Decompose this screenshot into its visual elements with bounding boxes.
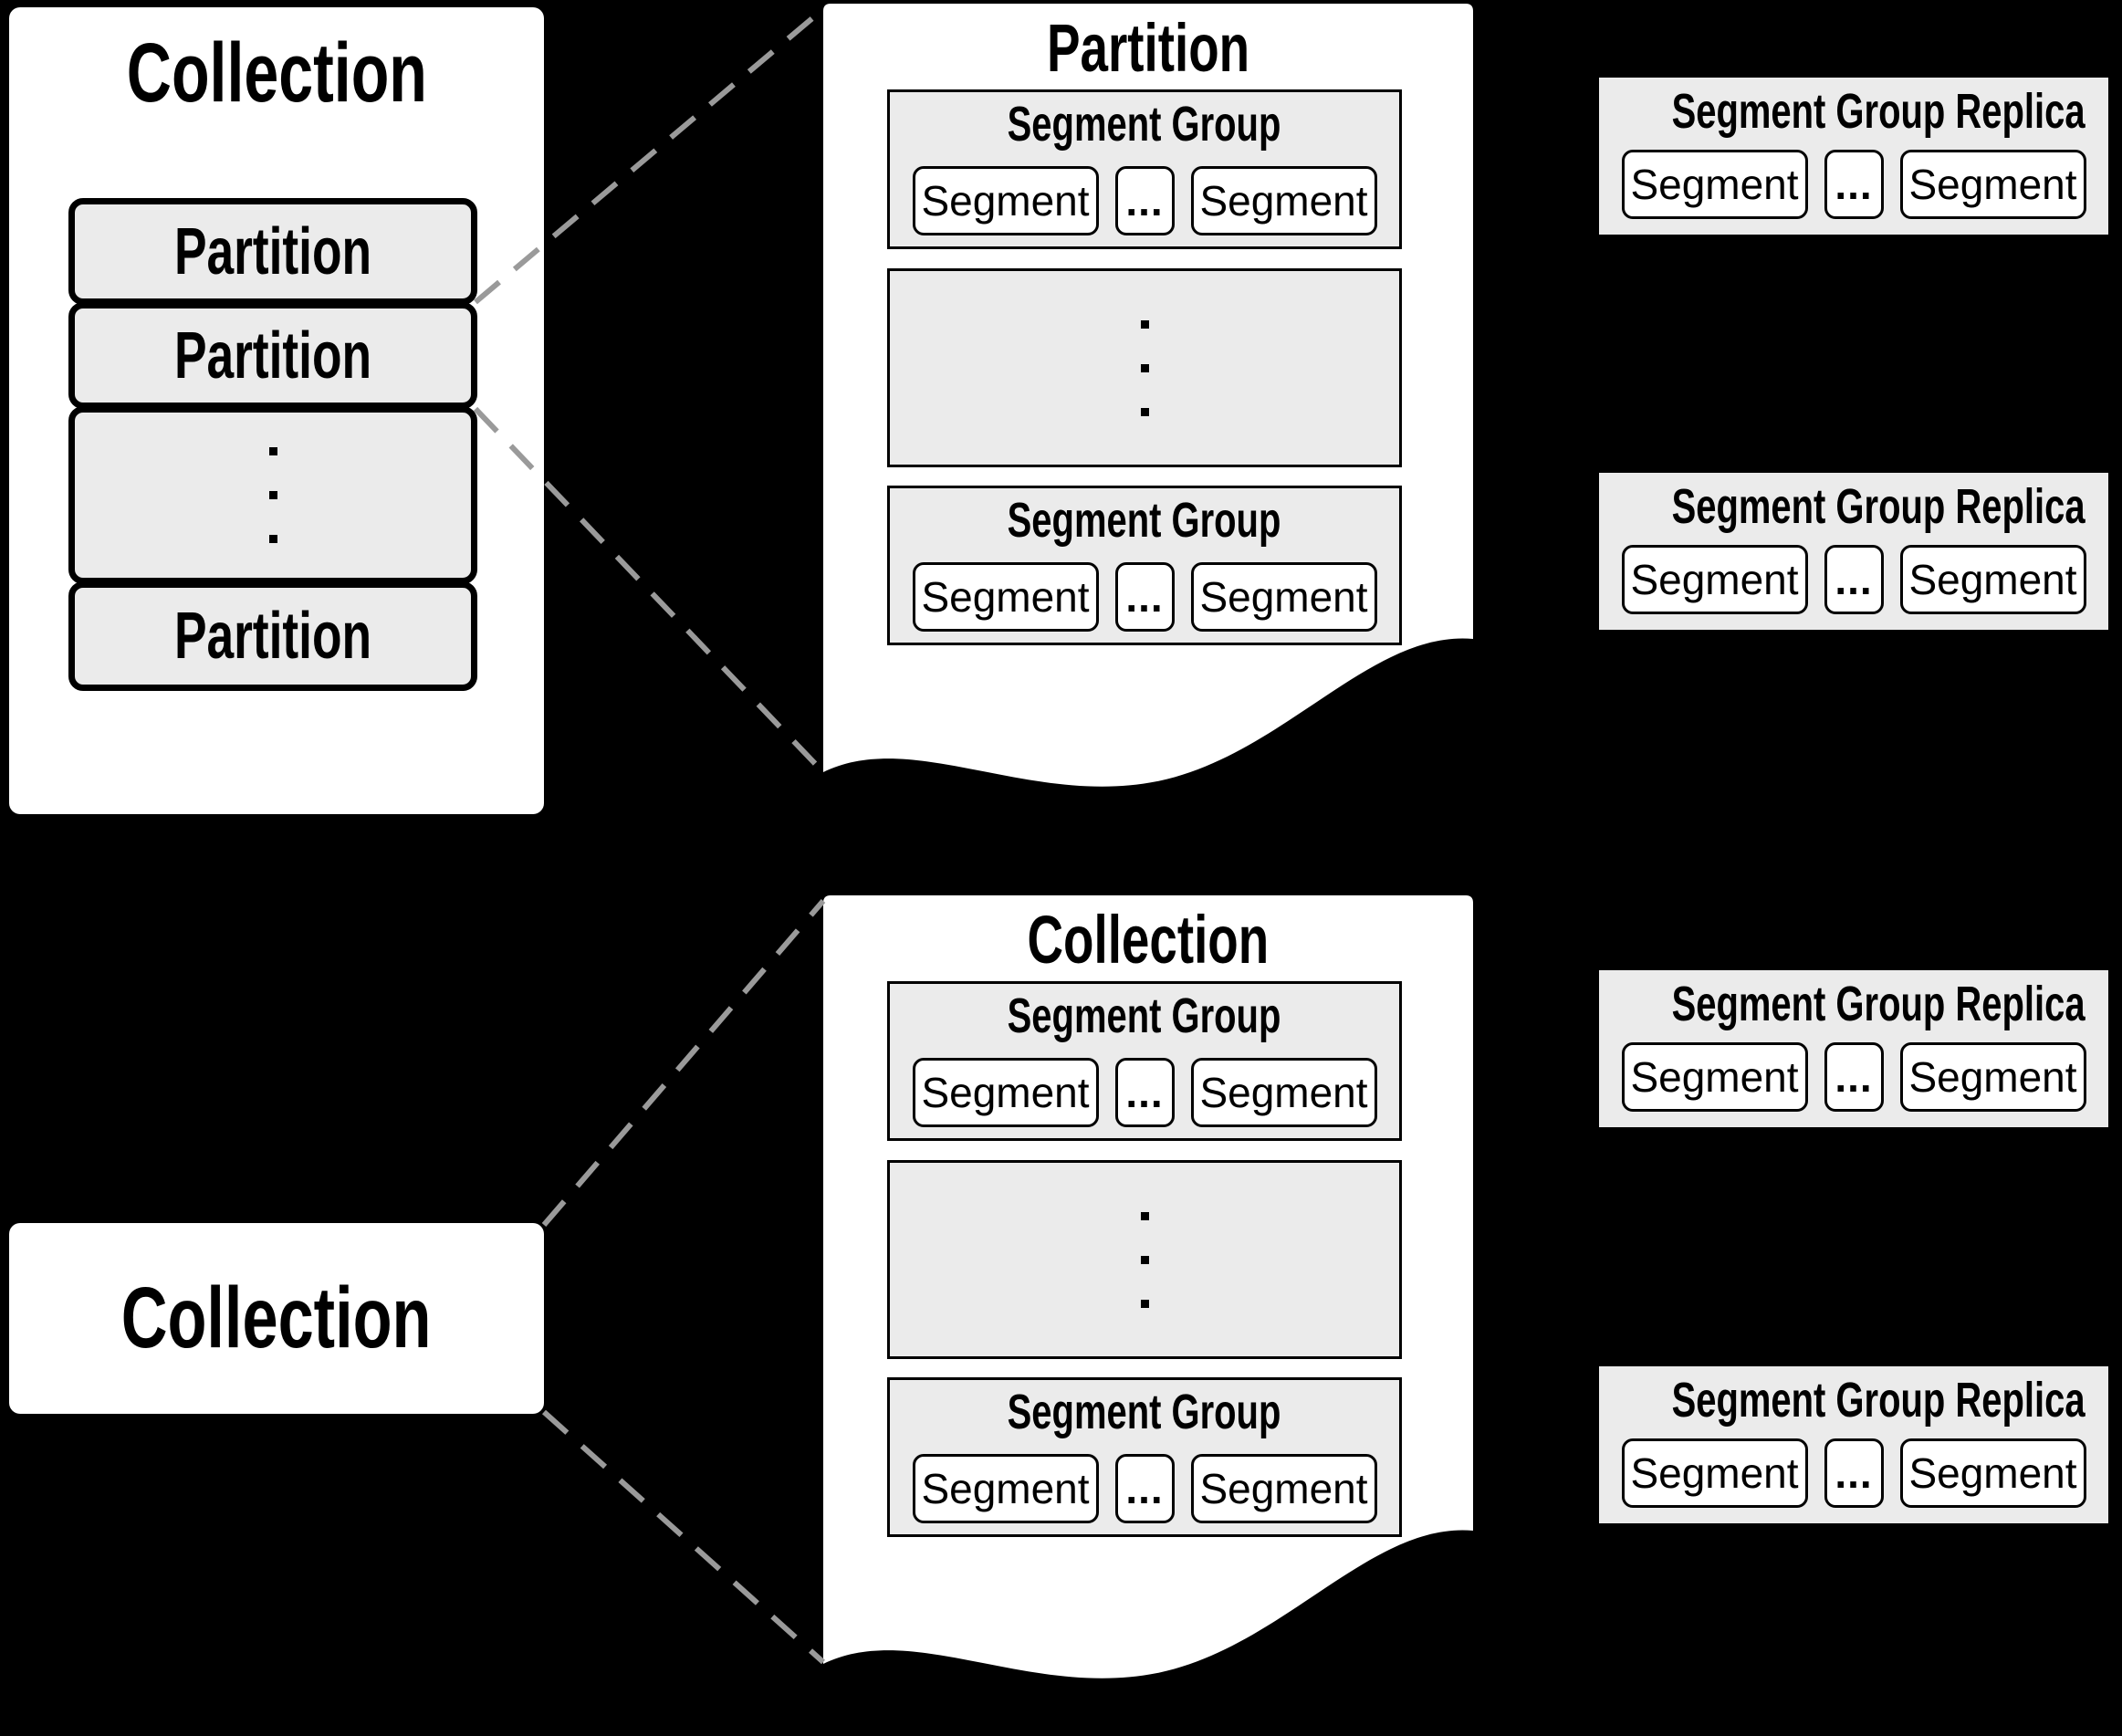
replica-title: Segment Group Replica — [1599, 1375, 2108, 1425]
connector-line — [474, 6, 825, 305]
replica-title-text: Segment Group Replica — [1671, 977, 2085, 1031]
ellipsis-dot — [1140, 407, 1149, 416]
segment-box: Segment — [1190, 1058, 1377, 1127]
segment-row: Segment ... Segment — [1599, 150, 2108, 219]
segment-row: Segment ... Segment — [1599, 1438, 2108, 1508]
groups-ellipsis-box — [887, 1160, 1402, 1359]
segment-group-replica-box: Segment Group Replica Segment ... Segmen… — [1599, 970, 2108, 1127]
segment-box: Segment — [912, 1454, 1099, 1523]
replica-title-text: Segment Group Replica — [1671, 1373, 2085, 1427]
segment-ellipsis-box: ... — [1824, 545, 1884, 614]
segment-box: Segment — [912, 562, 1099, 632]
segment-box: Segment — [1621, 1438, 1808, 1508]
segment-group-box: Segment Group Segment ... Segment — [887, 89, 1402, 249]
segment-box: Segment — [1621, 150, 1808, 219]
vertical-ellipsis-icon — [1140, 319, 1149, 416]
segment-ellipsis-box: ... — [1114, 562, 1175, 632]
partition-box: Partition — [68, 581, 477, 691]
collection-panel-title-text: Collection — [126, 26, 427, 120]
segment-group-title-text: Segment Group — [1008, 493, 1281, 548]
ellipsis-dot — [1140, 1211, 1149, 1220]
segment-box: Segment — [912, 1058, 1099, 1127]
collection-label-box: Collection — [9, 1223, 544, 1414]
segment-group-replica-box: Segment Group Replica Segment ... Segmen… — [1599, 78, 2108, 235]
segment-row: Segment ... Segment — [1599, 545, 2108, 614]
segment-ellipsis-box: ... — [1824, 1042, 1884, 1112]
ellipsis-dot — [1140, 1299, 1149, 1308]
collection-panel-title: Collection — [9, 31, 544, 115]
segment-box: Segment — [912, 166, 1099, 235]
vertical-ellipsis-icon — [1140, 1211, 1149, 1308]
segment-group-title: Segment Group — [890, 99, 1399, 149]
segment-group-replica-box: Segment Group Replica Segment ... Segmen… — [1599, 1366, 2108, 1523]
replica-title: Segment Group Replica — [1599, 482, 2108, 531]
partition-document-title-text: Partition — [1046, 10, 1250, 86]
segment-box: Segment — [1899, 1438, 2086, 1508]
segment-group-title-text: Segment Group — [1008, 988, 1281, 1043]
partition-label: Partition — [173, 600, 372, 673]
segment-group-box: Segment Group Segment ... Segment — [887, 981, 1402, 1141]
segment-group-replica-box: Segment Group Replica Segment ... Segmen… — [1599, 473, 2108, 630]
ellipsis-dot — [1140, 319, 1149, 329]
segment-ellipsis-box: ... — [1114, 166, 1175, 235]
connector-line — [473, 406, 826, 775]
replica-title: Segment Group Replica — [1599, 87, 2108, 136]
partition-label: Partition — [173, 319, 372, 392]
segment-box: Segment — [1899, 150, 2086, 219]
ellipsis-dot — [1140, 363, 1149, 372]
groups-ellipsis-box — [887, 268, 1402, 467]
segment-box: Segment — [1621, 1042, 1808, 1112]
segment-ellipsis-box: ... — [1824, 1438, 1884, 1508]
segment-row: Segment ... Segment — [890, 1058, 1399, 1127]
ellipsis-dot — [1140, 1255, 1149, 1264]
partition-document-title: Partition — [823, 15, 1473, 82]
segment-group-box: Segment Group Segment ... Segment — [887, 1377, 1402, 1537]
ellipsis-dot — [268, 535, 277, 543]
segment-box: Segment — [1190, 1454, 1377, 1523]
segment-box: Segment — [1190, 166, 1377, 235]
segment-row: Segment ... Segment — [890, 166, 1399, 235]
segment-box: Segment — [1899, 545, 2086, 614]
collection-document-title-text: Collection — [1027, 902, 1270, 978]
segment-ellipsis-box: ... — [1824, 150, 1884, 219]
segment-box: Segment — [1899, 1042, 2086, 1112]
connector-line — [541, 899, 826, 1227]
replica-title: Segment Group Replica — [1599, 979, 2108, 1029]
segment-row: Segment ... Segment — [1599, 1042, 2108, 1112]
ellipsis-dot — [268, 491, 277, 499]
segment-group-title-text: Segment Group — [1008, 1385, 1281, 1439]
partition-ellipsis-box — [68, 406, 477, 584]
connector-line — [541, 1409, 826, 1665]
segment-group-title: Segment Group — [890, 991, 1399, 1041]
partition-box: Partition — [68, 302, 477, 409]
segment-group-title-text: Segment Group — [1008, 97, 1281, 152]
segment-box: Segment — [1621, 545, 1808, 614]
replica-title-text: Segment Group Replica — [1671, 84, 2085, 139]
segment-group-box: Segment Group Segment ... Segment — [887, 486, 1402, 645]
segment-row: Segment ... Segment — [890, 562, 1399, 632]
replica-title-text: Segment Group Replica — [1671, 479, 2085, 534]
segment-group-title: Segment Group — [890, 496, 1399, 545]
collection-label-text: Collection — [121, 1270, 432, 1366]
segment-ellipsis-box: ... — [1114, 1454, 1175, 1523]
segment-ellipsis-box: ... — [1114, 1058, 1175, 1127]
segment-group-title: Segment Group — [890, 1387, 1399, 1437]
partition-label: Partition — [173, 214, 372, 288]
segment-row: Segment ... Segment — [890, 1454, 1399, 1523]
partition-box: Partition — [68, 198, 477, 305]
ellipsis-dot — [268, 447, 277, 455]
segment-box: Segment — [1190, 562, 1377, 632]
collection-panel: Collection Partition Partition Partition — [9, 7, 544, 814]
vertical-ellipsis-icon — [268, 447, 277, 543]
collection-document-title: Collection — [823, 906, 1473, 974]
